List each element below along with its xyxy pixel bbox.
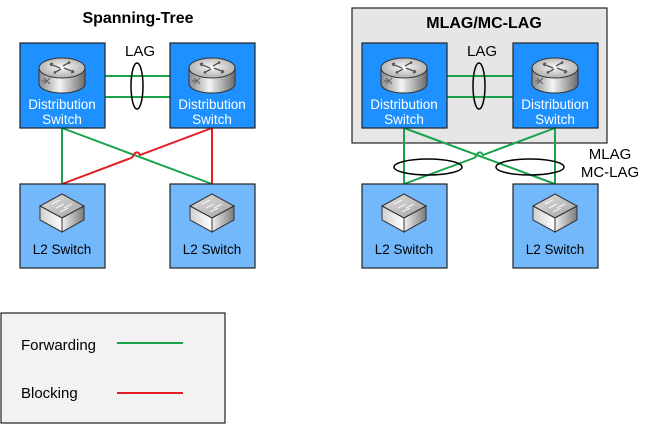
legend-box xyxy=(0,312,226,424)
dist-label-line1: Distribution xyxy=(521,97,589,112)
st-lag-ellipse xyxy=(130,62,144,110)
dist-label-line1: Distribution xyxy=(370,97,438,112)
mlag-bundle-ellipse-left xyxy=(393,158,463,176)
dist-label-line2: Switch xyxy=(192,112,232,127)
l2-label: L2 Switch xyxy=(375,242,434,257)
mlag-lag-ellipse xyxy=(472,62,486,110)
mlag-lag-label: LAG xyxy=(467,43,497,60)
st-link-dist-right-l2-left xyxy=(61,127,213,185)
legend-label-blocking: Blocking xyxy=(21,385,78,402)
mlag-title: MLAG/MC-LAG xyxy=(426,15,542,32)
spanning-tree-title: Spanning-Tree xyxy=(82,10,193,27)
l2-label: L2 Switch xyxy=(526,242,585,257)
mlag-link-dist-right-l2-left xyxy=(403,127,556,185)
router-icon xyxy=(38,57,86,94)
mlag-distribution-switch-right[interactable]: Distribution Switch xyxy=(512,42,599,129)
mlag-side-label-line1: MLAG xyxy=(589,146,632,163)
dist-label-line1: Distribution xyxy=(178,97,246,112)
mlag-bundle-ellipse-right xyxy=(495,158,565,176)
mlag-side-label-line2: MC-LAG xyxy=(581,164,639,181)
mlag-l2-switch-right[interactable]: L2 Switch xyxy=(512,183,599,269)
l2-label: L2 Switch xyxy=(33,242,92,257)
l2-label: L2 Switch xyxy=(183,242,242,257)
st-l2-switch-right[interactable]: L2 Switch xyxy=(169,183,256,269)
mlag-l2-switch-left[interactable]: L2 Switch xyxy=(361,183,448,269)
dist-label-line1: Distribution xyxy=(28,97,96,112)
legend: Forwarding Blocking xyxy=(0,312,226,424)
dist-label-line2: Switch xyxy=(42,112,82,127)
st-distribution-switch-right[interactable]: Distribution Switch xyxy=(169,42,256,129)
router-icon xyxy=(188,57,236,94)
router-icon xyxy=(531,57,579,94)
dist-label-line2: Switch xyxy=(384,112,424,127)
legend-label-forwarding: Forwarding xyxy=(21,337,96,354)
router-icon xyxy=(380,57,428,94)
st-link-dist-left-l2-right xyxy=(61,127,213,185)
st-distribution-switch-left[interactable]: Distribution Switch xyxy=(19,42,106,129)
mlag-distribution-switch-left[interactable]: Distribution Switch xyxy=(361,42,448,129)
dist-label-line2: Switch xyxy=(535,112,575,127)
st-lag-label: LAG xyxy=(125,43,155,60)
st-l2-switch-left[interactable]: L2 Switch xyxy=(19,183,106,269)
